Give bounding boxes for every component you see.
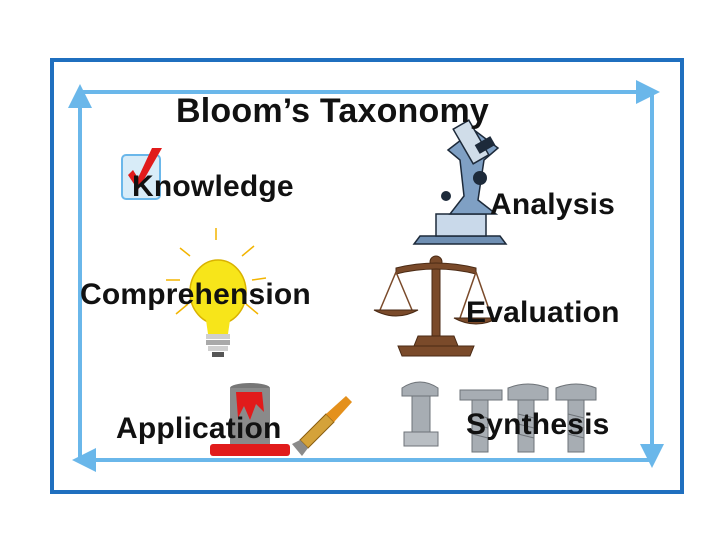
level-knowledge-label: Knowledge <box>132 172 294 202</box>
level-application-label: Application <box>116 414 282 444</box>
level-evaluation-label: Evaluation <box>466 298 620 328</box>
slide-title: Bloom’s Taxonomy <box>176 94 489 128</box>
level-comprehension-label: Comprehension <box>80 280 311 310</box>
level-analysis-label: Analysis <box>490 190 615 220</box>
level-synthesis-label: Synthesis <box>466 410 610 440</box>
